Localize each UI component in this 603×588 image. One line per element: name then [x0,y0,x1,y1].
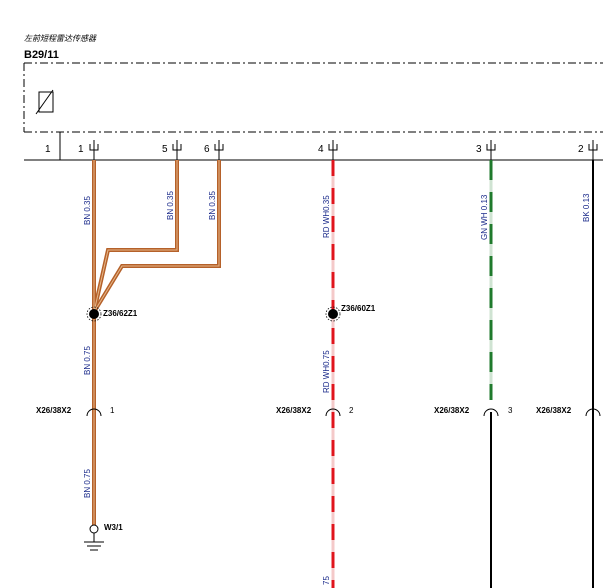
sensor-symbol-icon [35,89,54,115]
wire-label: BK 0.13 [582,193,591,222]
wire-label: BN 0.35 [208,191,217,220]
pin-label: 5 [162,144,168,155]
pin-terminal-icon [486,140,496,160]
pin-terminal-icon [328,140,338,160]
svg-text:X26/38X2: X26/38X2 [36,406,72,415]
splice-brown [86,306,102,322]
pin-label: 4 [318,144,324,155]
connector-arc-icon [585,408,601,417]
connector-arc-icon [325,408,341,417]
splice-dot-icon [328,309,338,319]
component-boundary [23,62,603,133]
pin-label: 3 [476,144,482,155]
wire-label: GN WH 0.13 [480,194,489,240]
inline-connector-3: X26/38X2 3 [434,406,513,417]
pin-terminals [89,140,598,160]
inline-connector-2: X26/38X2 2 [276,406,354,417]
ground-label: W3/1 [104,523,123,532]
svg-text:X26/38X2: X26/38X2 [536,406,572,415]
pin-label: 2 [578,144,584,155]
connector-strip [24,132,603,161]
wire-label: 75 [322,576,331,585]
svg-text:X26/38X2: X26/38X2 [434,406,470,415]
svg-text:3: 3 [508,406,513,415]
splice-dot-icon [89,309,99,319]
component-name: 左前短程雷达传感器 [24,34,97,43]
component-id: B29/11 [24,49,59,61]
pin-terminal-icon [214,140,224,160]
splice-red [325,306,341,322]
ground-icon [84,524,104,551]
pin-terminal-icon [89,140,99,160]
inline-connector-4: X26/38X2 [536,406,601,417]
svg-text:2: 2 [349,406,354,415]
inline-connector-1: X26/38X2 1 [36,406,115,417]
splice-label: Z36/60Z1 [341,304,376,313]
wire-label: RD WH0.35 [322,195,331,238]
wire-label: BN 0.35 [166,191,175,220]
pin-label: 1 [78,144,84,155]
pin-label: 6 [204,144,210,155]
wire-label: BN 0.35 [83,196,92,225]
pin-terminal-icon [588,140,598,160]
pin-label: 1 [45,144,51,155]
wire-label: RD WH0.75 [322,350,331,393]
brown-wires [92,160,221,525]
pin-terminal-icon [172,140,182,160]
connector-arc-icon [483,408,499,417]
splice-label: Z36/62Z1 [103,309,138,318]
svg-text:1: 1 [110,406,115,415]
wire-label: BN 0.75 [83,469,92,498]
svg-text:X26/38X2: X26/38X2 [276,406,312,415]
connector-arc-icon [86,408,102,417]
wire-label: BN 0.75 [83,346,92,375]
